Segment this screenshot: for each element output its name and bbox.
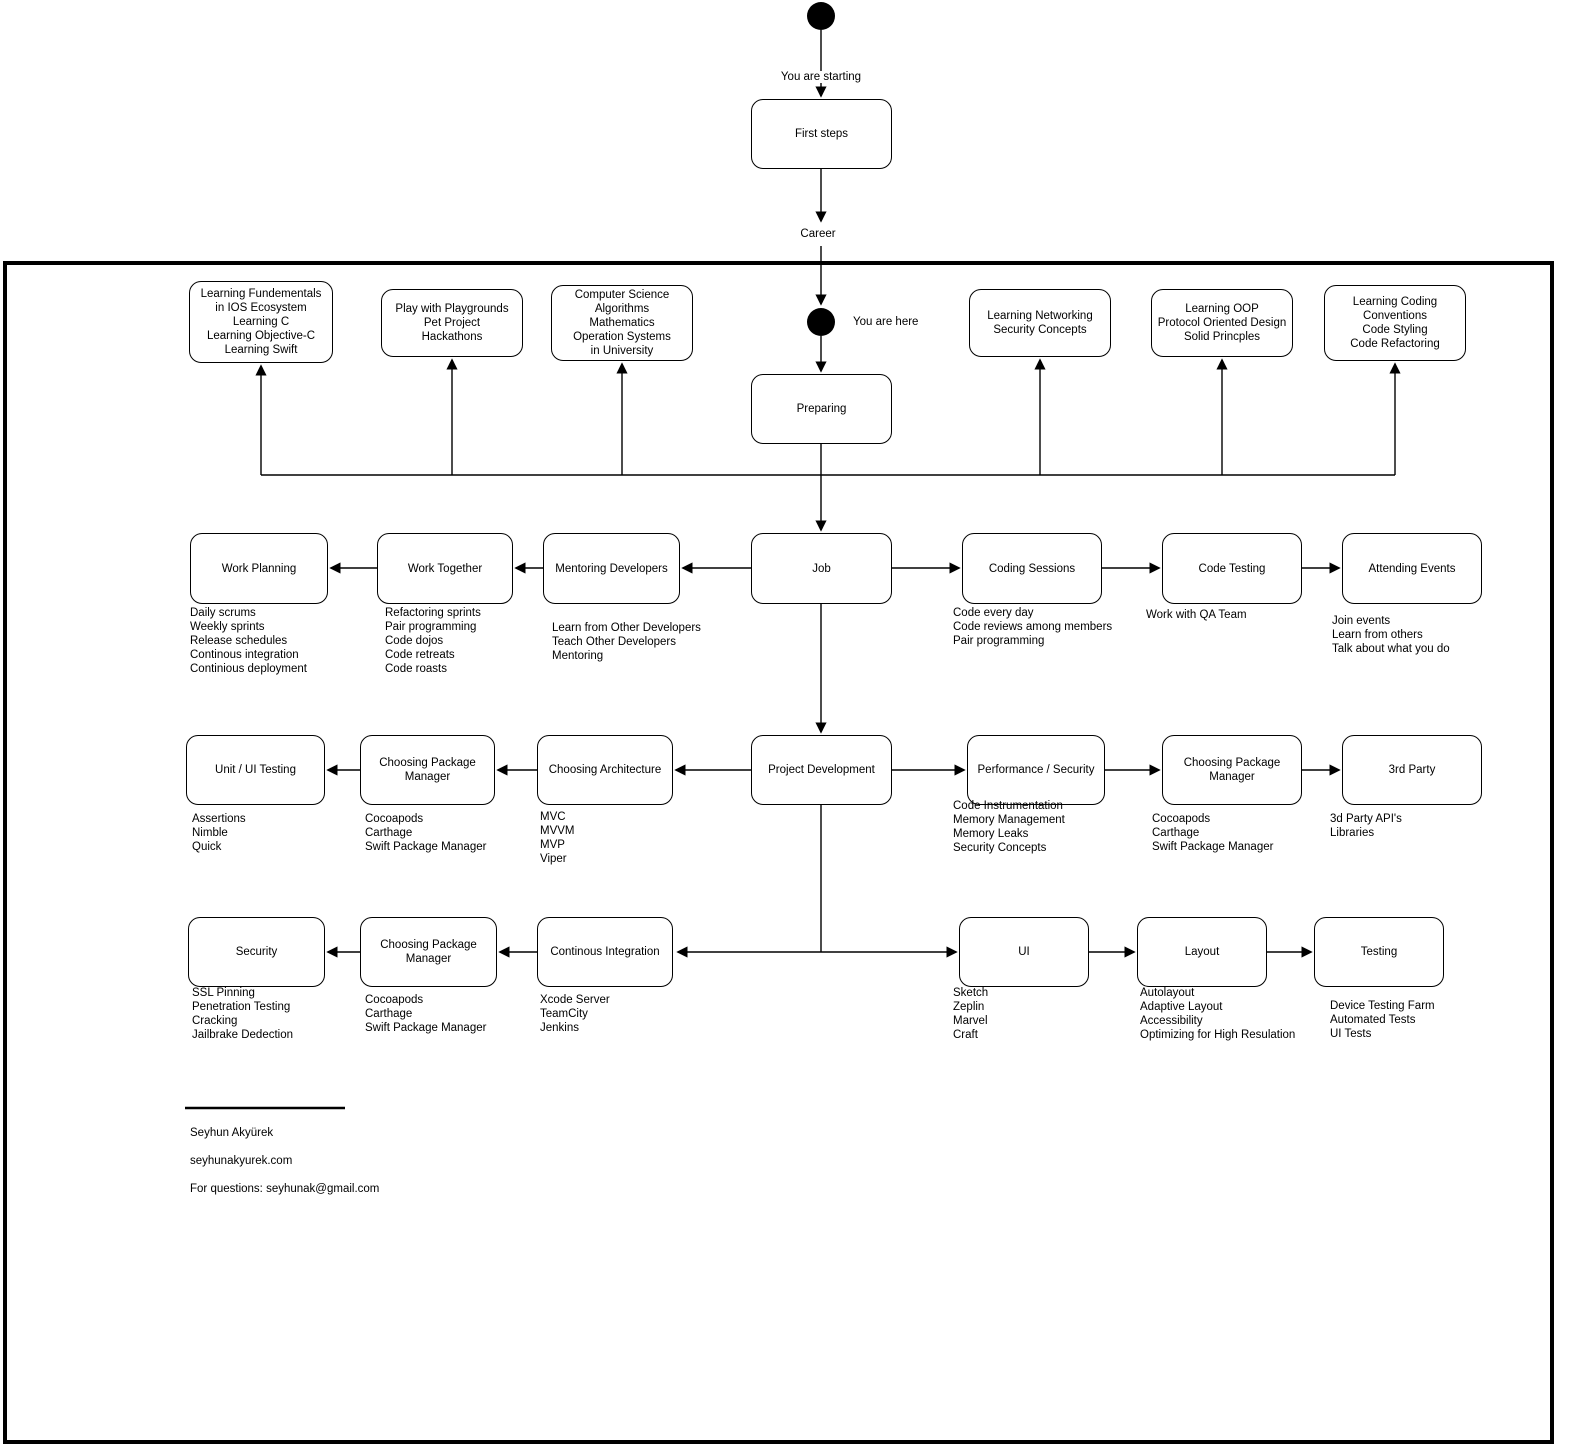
footer-author: Seyhun Akyürek — [190, 1127, 274, 1139]
node-learning-coding-conventions: Learning Coding Conventions Code Styling… — [1324, 285, 1466, 361]
notes-choosing-package-manager-3: Cocoapods Carthage Swift Package Manager — [365, 994, 487, 1034]
node-preparing: Preparing — [751, 374, 892, 444]
node-coding-sessions: Coding Sessions — [962, 533, 1102, 604]
node-project-development: Project Development — [751, 735, 892, 805]
notes-continuous-integration: Xcode Server TeamCity Jenkins — [540, 994, 610, 1034]
node-work-together: Work Together — [377, 533, 513, 604]
notes-mentoring-developers: Learn from Other Developers Teach Other … — [552, 622, 701, 662]
footer-website: seyhunakyurek.com — [190, 1155, 293, 1167]
career-label: Career — [796, 228, 840, 240]
notes-choosing-architecture: MVC MVVM MVP Viper — [540, 811, 575, 865]
node-learning-oop: Learning OOP Protocol Oriented Design So… — [1151, 289, 1293, 357]
notes-work-together: Refactoring sprints Pair programming Cod… — [385, 607, 481, 675]
intro-flow — [807, 2, 835, 532]
node-choosing-package-manager-1: Choosing Package Manager — [360, 735, 495, 805]
node-choosing-package-manager-3: Choosing Package Manager — [360, 917, 497, 987]
node-unit-ui-testing: Unit / UI Testing — [186, 735, 325, 805]
notes-coding-sessions: Code every day Code reviews among member… — [953, 607, 1113, 647]
notes-performance-security: Code Instrumentation Memory Management M… — [953, 800, 1065, 854]
frame-border — [3, 261, 1554, 1444]
preparing-bus — [255, 358, 1401, 476]
footer-contact: For questions: seyhunak@gmail.com — [190, 1183, 380, 1195]
node-performance-security: Performance / Security — [967, 735, 1105, 805]
notes-attending-events: Join events Learn from others Talk about… — [1332, 615, 1450, 655]
node-choosing-architecture: Choosing Architecture — [537, 735, 673, 805]
notes-3rd-party: 3d Party API's Libraries — [1330, 813, 1402, 839]
notes-choosing-package-manager-2: Cocoapods Carthage Swift Package Manager — [1152, 813, 1274, 853]
node-continuous-integration: Continous Integration — [537, 917, 673, 987]
node-first-steps: First steps — [751, 99, 892, 169]
node-attending-events: Attending Events — [1342, 533, 1482, 604]
notes-layout: Autolayout Adaptive Layout Accessibility… — [1140, 987, 1296, 1041]
initial-node — [807, 2, 835, 30]
notes-code-testing: Work with QA Team — [1146, 609, 1247, 621]
notes-unit-ui-testing: Assertions Nimble Quick — [192, 813, 246, 853]
notes-testing: Device Testing Farm Automated Tests UI T… — [1330, 1000, 1435, 1040]
node-layout: Layout — [1137, 917, 1267, 987]
notes-work-planning: Daily scrums Weekly sprints Release sche… — [190, 607, 307, 675]
node-choosing-package-manager-2: Choosing Package Manager — [1162, 735, 1302, 805]
you-are-starting-label: You are starting — [776, 71, 866, 83]
node-testing: Testing — [1314, 917, 1444, 987]
node-ui: UI — [959, 917, 1089, 987]
you-are-here-label: You are here — [853, 316, 919, 328]
node-3rd-party: 3rd Party — [1342, 735, 1482, 805]
notes-ui: Sketch Zeplin Marvel Craft — [953, 987, 989, 1041]
node-code-testing: Code Testing — [1162, 533, 1302, 604]
node-work-planning: Work Planning — [190, 533, 328, 604]
notes-security: SSL Pinning Penetration Testing Cracking… — [192, 987, 294, 1041]
node-computer-science: Computer Science Algorithms Mathematics … — [551, 285, 693, 361]
node-mentoring-developers: Mentoring Developers — [543, 533, 680, 604]
node-job: Job — [751, 533, 892, 604]
node-learning-networking: Learning Networking Security Concepts — [969, 289, 1111, 357]
node-playgrounds: Play with Playgrounds Pet Project Hackat… — [381, 289, 523, 357]
you-are-here-node — [807, 308, 835, 336]
notes-choosing-package-manager-1: Cocoapods Carthage Swift Package Manager — [365, 813, 487, 853]
project-row-connectors — [326, 764, 1341, 958]
node-security: Security — [188, 917, 325, 987]
node-learning-fundamentals: Learning Fundementals in IOS Ecosystem L… — [189, 281, 333, 363]
footer-credit: Seyhun Akyürek seyhunakyurek.com For que… — [190, 1112, 379, 1210]
job-row-connectors — [329, 562, 1341, 734]
